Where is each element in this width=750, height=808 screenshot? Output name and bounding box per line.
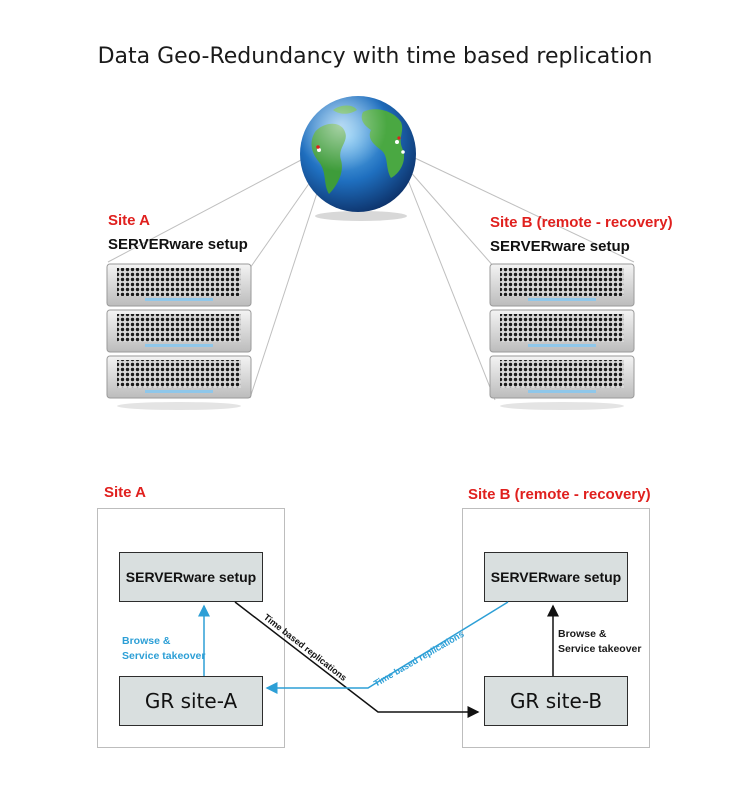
site-a-frame <box>97 508 285 748</box>
replication-a-to-b-arrow <box>234 601 480 718</box>
gr-site-b-box: GR site-B <box>484 676 628 726</box>
site-b-takeover-line-2: Service takeover <box>558 643 642 655</box>
site-a-takeover-line-1: Browse & <box>122 635 171 647</box>
bottom-site-b-label: Site B (remote - recovery) <box>468 486 651 503</box>
site-b-serverware-box: SERVERware setup <box>484 552 628 602</box>
top-site-b-label: Site B (remote - recovery) <box>490 214 673 231</box>
top-site-b-setup-label: SERVERware setup <box>490 238 630 255</box>
replication-b-to-a-arrow <box>265 601 509 694</box>
bottom-site-a-label: Site A <box>104 484 146 501</box>
top-site-a-label: Site A <box>108 212 150 229</box>
top-site-a-setup-label: SERVERware setup <box>108 236 248 253</box>
site-b-takeover-label: Browse & Service takeover <box>558 627 641 657</box>
site-b-takeover-line-1: Browse & <box>558 628 607 640</box>
site-a-takeover-label: Browse & Service takeover <box>122 634 205 664</box>
site-a-serverware-box: SERVERware setup <box>119 552 263 602</box>
site-a-takeover-line-2: Service takeover <box>122 650 206 662</box>
gr-site-a-box: GR site-A <box>119 676 263 726</box>
server-rack-icon <box>489 263 635 410</box>
server-rack-icon <box>106 263 252 410</box>
globe-icon <box>300 96 416 221</box>
page-title: Data Geo-Redundancy with time based repl… <box>97 44 653 69</box>
site-b-frame <box>462 508 650 748</box>
